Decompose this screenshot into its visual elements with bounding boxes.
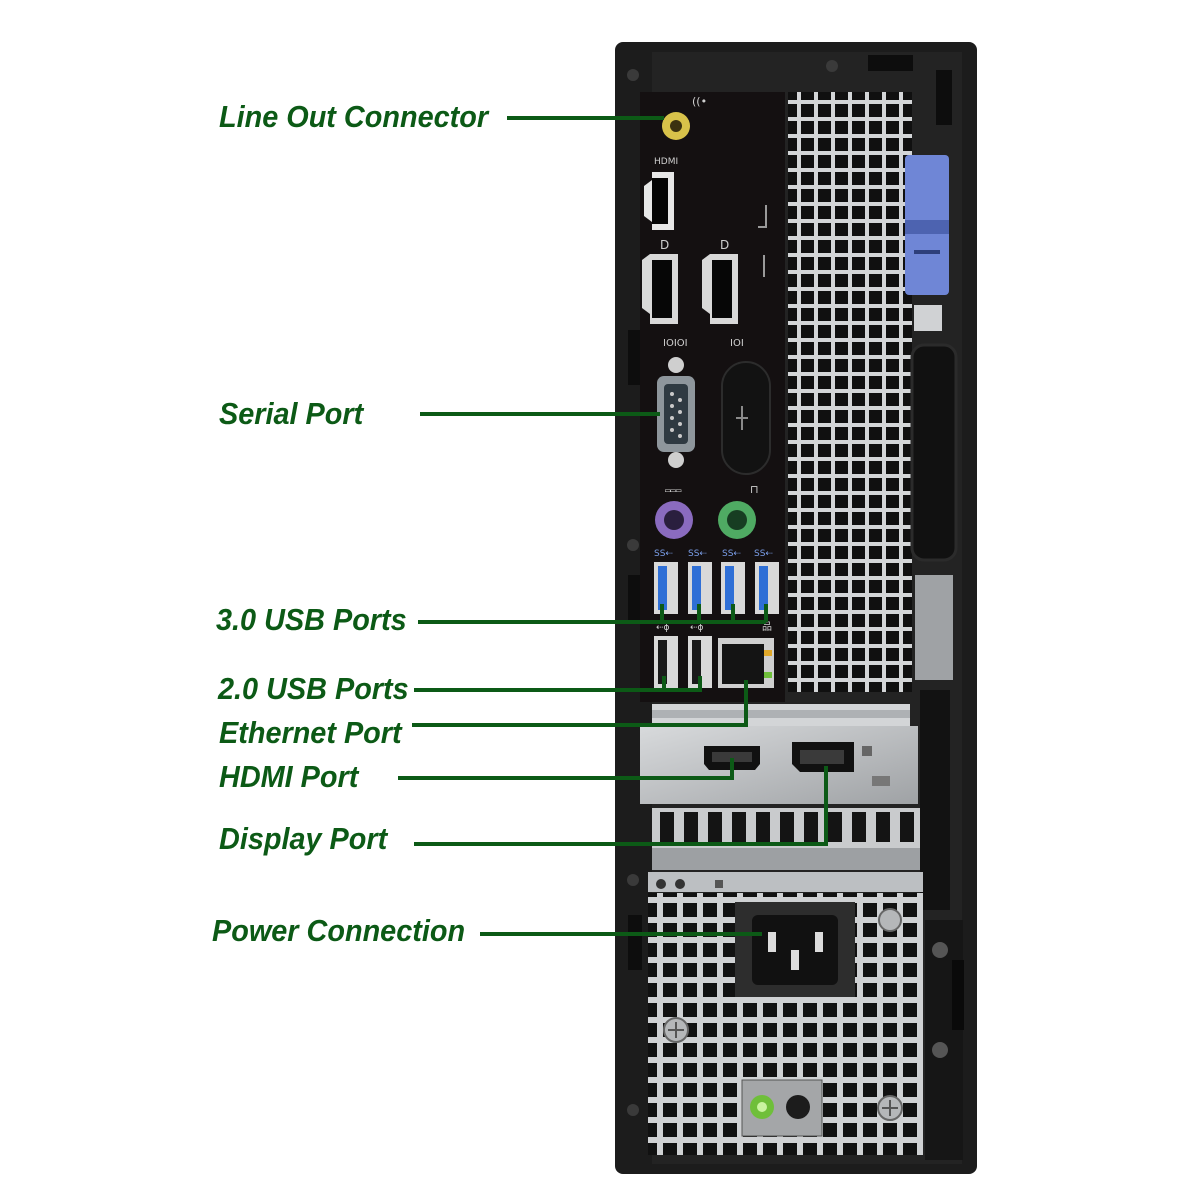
chassis-screw: [627, 874, 639, 886]
label-ethernet-port: Ethernet Port: [219, 715, 402, 750]
usb-ss-icon: SS⇠: [754, 549, 773, 559]
chassis-slot: [628, 915, 642, 970]
label-power-connection: Power Connection: [212, 913, 466, 948]
io-panel: ((• HDMI D D IOIOI IOI ▭▭▭ ⊓: [640, 92, 785, 702]
leader-hdmi: [398, 758, 734, 780]
label-hdmi-port: HDMI Port: [219, 759, 359, 794]
expansion-card: [640, 690, 950, 910]
chassis-screw: [627, 539, 639, 551]
vent-grille: [788, 92, 912, 692]
psu-test-button: [786, 1095, 810, 1119]
serial-ioio-icon: IOIOI: [663, 338, 688, 349]
chassis-slot: [628, 575, 642, 620]
chassis-screw: [627, 1104, 639, 1116]
usb-ss-icon: SS⇠: [654, 549, 673, 559]
hdmi-icon: HDMI: [654, 157, 678, 167]
leader-lines: [398, 116, 828, 936]
chassis-slot: [628, 330, 642, 385]
label-usb3-ports: 3.0 USB Ports: [216, 602, 407, 637]
usb-icon: ⇠ϕ: [656, 623, 670, 633]
headphone-jack-icon: ((•: [692, 95, 707, 108]
power-supply: [648, 872, 964, 1160]
label-serial-port: Serial Port: [219, 396, 364, 431]
network-icon: 品: [762, 621, 772, 633]
chassis-screw: [627, 69, 639, 81]
keyboard-icon: ▭▭▭: [665, 486, 682, 496]
release-latch: [905, 155, 949, 331]
displayport-icon: D: [660, 238, 669, 252]
mouse-icon: ⊓: [750, 483, 759, 496]
leader-usb2: [414, 676, 702, 692]
chassis-slot: [868, 55, 913, 71]
displayport-icon: D: [720, 238, 729, 252]
usb-icon: ⇠ϕ: [690, 623, 704, 633]
side-bracket: [915, 575, 953, 680]
chassis-slot: [936, 70, 952, 125]
usb-ss-icon: SS⇠: [722, 549, 741, 559]
chassis-screw: [826, 60, 838, 72]
leader-displayport: [414, 766, 828, 846]
label-display-port: Display Port: [219, 821, 388, 856]
cable-lock-loop: [910, 343, 958, 562]
psu-screw: [878, 908, 902, 932]
usb-ss-icon: SS⇠: [688, 549, 707, 559]
leader-ethernet: [412, 680, 748, 727]
label-usb2-ports: 2.0 USB Ports: [218, 671, 409, 706]
label-line-out-connector: Line Out Connector: [219, 99, 489, 134]
leader-usb3: [418, 604, 768, 624]
serial-ioio-icon: IOI: [730, 338, 744, 349]
